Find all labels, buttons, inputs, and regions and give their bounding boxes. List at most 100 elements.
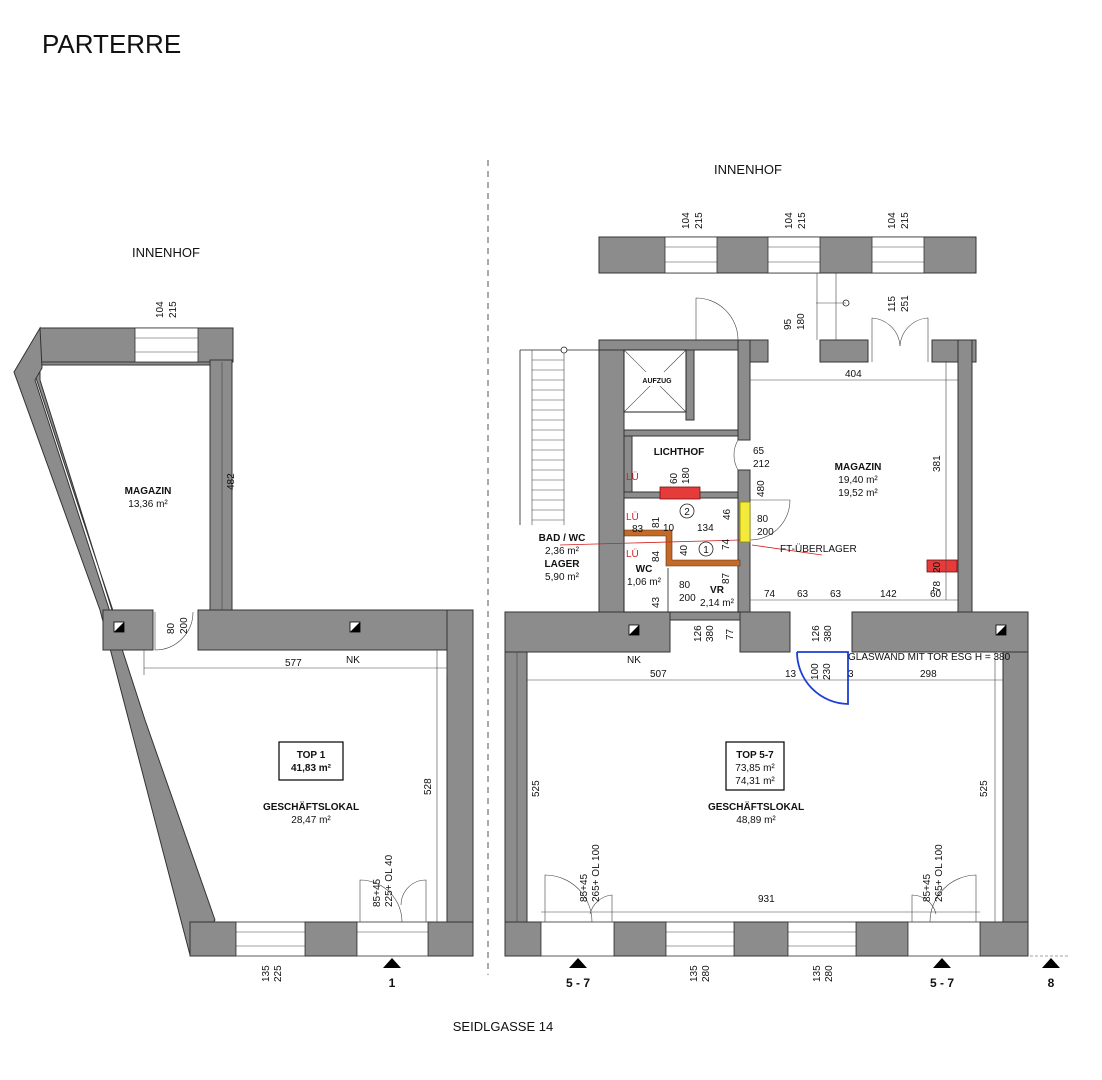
- right-entrance-door-b: [907, 921, 981, 957]
- left-top-name: TOP 1: [297, 750, 326, 761]
- glass-door-swing: [796, 651, 849, 705]
- right-top-area2: 74,31 m²: [735, 776, 775, 787]
- dim-door-b: 180: [796, 313, 807, 330]
- shaft-yellow: [739, 501, 751, 543]
- dim-b63: 63: [797, 589, 809, 600]
- vr-area: 2,14 m²: [700, 598, 735, 609]
- dim-door-a: 95: [783, 318, 794, 330]
- dim-p126b: 126: [811, 625, 822, 642]
- vr-name: VR: [710, 585, 725, 596]
- dim-left-door-a: 80: [166, 622, 177, 634]
- right-top-area1: 73,85 m²: [735, 763, 775, 774]
- dim-right-win1-b: 215: [694, 212, 705, 229]
- dim-b142: 142: [880, 589, 897, 600]
- lager-area: 5,90 m²: [545, 572, 580, 583]
- right-top-name: TOP 5-7: [736, 750, 774, 761]
- right-magazin-area1: 19,40 m²: [838, 475, 878, 486]
- dim-right-win2-a: 104: [784, 212, 795, 229]
- dim-s525b: 525: [979, 780, 990, 797]
- left-entrance-number: 1: [389, 976, 396, 990]
- wc-area: 1,06 m²: [627, 577, 662, 588]
- dim-e1a: 85+45: [579, 873, 590, 902]
- dim-left-shop-width: 577: [285, 658, 302, 669]
- left-magazin-area: 13,36 m²: [128, 499, 168, 510]
- shaft-red: [659, 486, 701, 500]
- dim-left-win-top-a: 104: [155, 301, 166, 318]
- dim-mag-height: 381: [932, 455, 943, 472]
- left-door-swing: [359, 879, 403, 923]
- dim-s100: 100: [810, 663, 821, 680]
- dim-left-win-bot-b: 225: [273, 965, 284, 982]
- dim-80: 80: [757, 514, 769, 525]
- dim-right-win2-b: 215: [797, 212, 808, 229]
- dim-e2a: 85+45: [922, 873, 933, 902]
- dim-p77: 77: [725, 628, 736, 640]
- dim-65: 65: [753, 446, 765, 457]
- dim-200: 200: [757, 527, 774, 538]
- dim-left-mag-height: 482: [226, 473, 237, 490]
- dim-e1b: 265+ OL 100: [591, 844, 602, 902]
- bad-wc-name: BAD / WC: [539, 533, 586, 544]
- dim-78: 78: [932, 580, 943, 592]
- dim-left-shop-height: 528: [423, 778, 434, 795]
- left-bottom-window: [235, 921, 306, 957]
- entrance-label-a: 5 - 7: [566, 976, 590, 990]
- dim-80b: 80: [679, 580, 691, 591]
- staircase: [519, 346, 599, 525]
- dim-20: 20: [932, 561, 943, 573]
- dim-180: 180: [681, 467, 692, 484]
- dim-40: 40: [679, 544, 690, 556]
- right-walls: [504, 339, 1029, 957]
- dim-w2a: 135: [812, 965, 823, 982]
- dim-e2b: 265+ OL 100: [934, 844, 945, 902]
- dim-s931: 931: [758, 894, 775, 905]
- right-nk: NK: [627, 655, 641, 666]
- left-entrance-door: [356, 921, 429, 957]
- right-entrance-door-a: [540, 921, 615, 957]
- dim-s13: 13: [785, 669, 797, 680]
- dim-60: 60: [669, 472, 680, 484]
- right-magazin-name: MAGAZIN: [835, 462, 882, 473]
- dim-s230: 230: [822, 663, 833, 680]
- dim-left-entry-a: 85+45: [372, 878, 383, 907]
- dim-s507: 507: [650, 669, 667, 680]
- dim-134: 134: [697, 523, 714, 534]
- ft-label: FT-ÜBERLAGER: [780, 543, 857, 555]
- dim-74: 74: [721, 538, 732, 550]
- dim-b60: 60: [930, 589, 942, 600]
- circle-1: 1: [703, 545, 709, 556]
- pipe-orange: [623, 529, 741, 567]
- dim-b74: 74: [764, 589, 776, 600]
- dim-43: 43: [651, 596, 662, 608]
- lu-label-1: LÜ: [626, 471, 639, 483]
- left-top-area: 41,83 m²: [291, 763, 332, 774]
- dim-s3: 3: [848, 669, 854, 680]
- right-shop-name: GESCHÄFTSLOKAL: [708, 800, 804, 813]
- glaswand-label: GLASWAND MIT TOR ESG H = 380: [848, 652, 1011, 663]
- wc-name: WC: [636, 564, 653, 575]
- dim-left-win-bot-a: 135: [261, 965, 272, 982]
- dim-w1b: 280: [701, 965, 712, 982]
- right-courtyard-wall: [598, 236, 977, 274]
- dim-left-win-top-b: 215: [168, 301, 179, 318]
- left-courtyard-label: INNENHOF: [132, 245, 200, 260]
- dim-87: 87: [721, 572, 732, 584]
- left-inner-door: [154, 611, 194, 651]
- circle-2: 2: [684, 507, 690, 518]
- dim-door2-a: 115: [887, 296, 898, 312]
- dim-door2-b: 251: [900, 295, 911, 312]
- left-entrance-arrow: [383, 958, 401, 968]
- dim-200b: 200: [679, 593, 696, 604]
- dim-left-door-b: 200: [179, 617, 190, 634]
- dim-b63b: 63: [830, 589, 842, 600]
- lu-label-3: LÜ: [626, 548, 639, 560]
- dim-right-win1-a: 104: [681, 212, 692, 229]
- page-title: PARTERRE: [42, 29, 181, 59]
- left-top-window: [134, 327, 199, 363]
- vent-red: [926, 559, 958, 573]
- bad-wc-area: 2,36 m²: [545, 546, 580, 557]
- dim-81: 81: [651, 516, 662, 528]
- left-magazin-name: MAGAZIN: [125, 486, 172, 497]
- lu-label-2: LÜ: [626, 511, 639, 523]
